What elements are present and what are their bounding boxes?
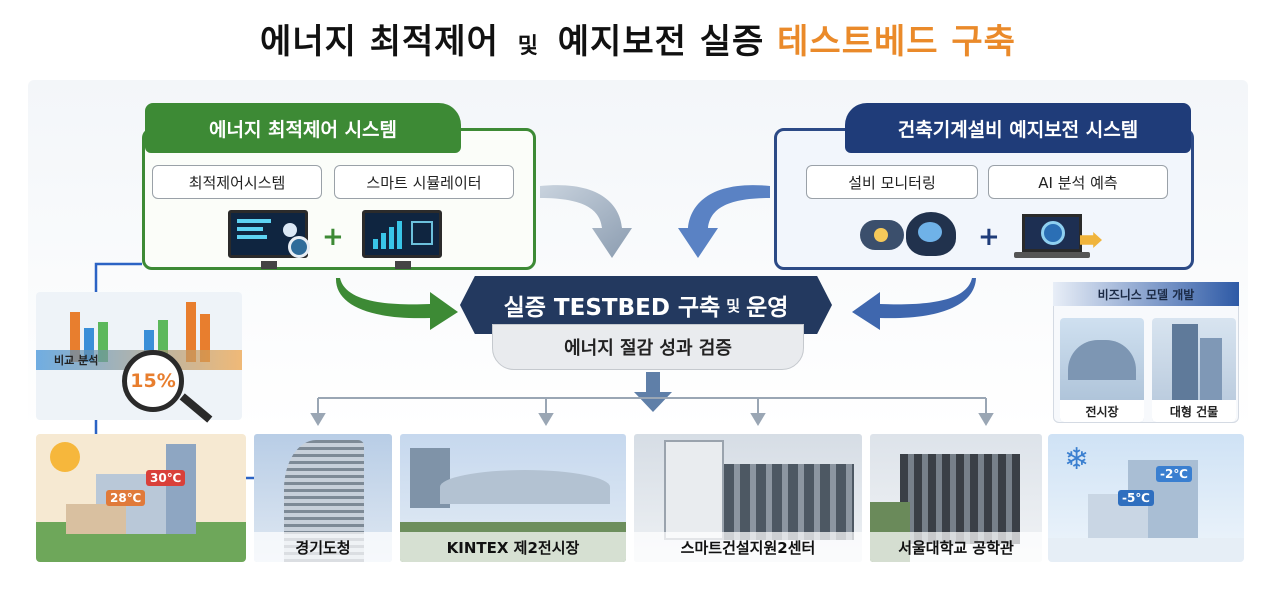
- site-caption-kintex: KINTEX 제2전시장: [400, 532, 626, 562]
- temp-tag-minus5: -5℃: [1118, 490, 1154, 506]
- magnifier-handle: [179, 393, 213, 423]
- control-monitor-icon: [228, 210, 308, 269]
- business-model-title: 비즈니스 모델 개발: [1053, 282, 1239, 306]
- banner-text-a: 실증 TESTBED 구축: [503, 295, 721, 321]
- title-part2: 예지보전 실증: [557, 22, 765, 62]
- site-caption-smart-construction: 스마트건설지원2센터: [634, 532, 862, 562]
- energy-saving-verification: 에너지 절감 성과 검증: [492, 324, 804, 370]
- site-caption-gyeonggi: 경기도청: [254, 532, 392, 562]
- banner-conj: 및: [726, 296, 741, 315]
- temp-tag-28: 28℃: [106, 490, 146, 506]
- arrow-icon: [1080, 232, 1102, 248]
- arrow-right-top: [678, 185, 770, 258]
- compare-label: 비교 분석: [54, 354, 99, 367]
- site-photo-smart-construction: 스마트건설지원2센터: [634, 434, 862, 562]
- site-photo-gyeonggi: 경기도청: [254, 434, 392, 562]
- arrow-left-top: [540, 185, 632, 258]
- diagram-title: 에너지 최적제어 및 예지보전 실증 테스트베드 구축: [0, 14, 1276, 63]
- equipment-monitoring-pill: 설비 모니터링: [806, 165, 978, 199]
- smart-simulator-pill: 스마트 시뮬레이터: [334, 165, 514, 199]
- simulator-monitor-icon: [362, 210, 442, 269]
- site-photo-kintex: KINTEX 제2전시장: [400, 434, 626, 562]
- arrow-blue: [852, 278, 976, 330]
- title-part1: 에너지 최적제어: [260, 22, 499, 62]
- predictive-maintenance-system: 건축기계설비 예지보전 시스템: [774, 103, 1194, 270]
- ai-analysis-pill: AI 분석 예측: [988, 165, 1168, 199]
- energy-optimization-system: 에너지 최적제어 시스템: [142, 103, 536, 270]
- arrow-green: [335, 278, 458, 330]
- site-caption-snu: 서울대학교 공학관: [870, 532, 1042, 562]
- optimal-control-pill: 최적제어시스템: [152, 165, 322, 199]
- maintenance-system-title: 건축기계설비 예지보전 시스템: [845, 103, 1191, 153]
- gauge-icon: [860, 220, 904, 250]
- business-card-exhibition-label: 전시장: [1060, 400, 1144, 422]
- title-highlight: 테스트베드 구축: [777, 22, 1016, 62]
- laptop-icon: [1022, 214, 1082, 252]
- title-conj: 및: [517, 34, 539, 59]
- business-card-large-building-label: 대형 건물: [1152, 400, 1236, 422]
- percent-magnifier: 15%: [122, 350, 184, 412]
- arrow-down-main: [634, 372, 672, 412]
- sun-icon: [50, 442, 80, 472]
- energy-system-title: 에너지 최적제어 시스템: [145, 103, 461, 153]
- temp-tag-minus2: -2℃: [1156, 466, 1192, 482]
- snowflake-icon: ❄: [1064, 442, 1090, 477]
- ai-head-icon: [906, 212, 956, 256]
- business-card-large-building: 대형 건물: [1152, 318, 1236, 422]
- site-photo-snu: 서울대학교 공학관: [870, 434, 1042, 562]
- plus-icon-left: +: [322, 222, 344, 252]
- plus-icon-right: +: [978, 222, 1000, 252]
- gear-icon: [288, 236, 310, 258]
- banner-text-b: 운영: [746, 295, 789, 321]
- business-card-exhibition: 전시장: [1060, 318, 1144, 422]
- comparison-illustration: 비교 분석 15%: [36, 292, 242, 423]
- temp-tag-30: 30℃: [146, 470, 186, 486]
- laptop-base: [1014, 252, 1090, 258]
